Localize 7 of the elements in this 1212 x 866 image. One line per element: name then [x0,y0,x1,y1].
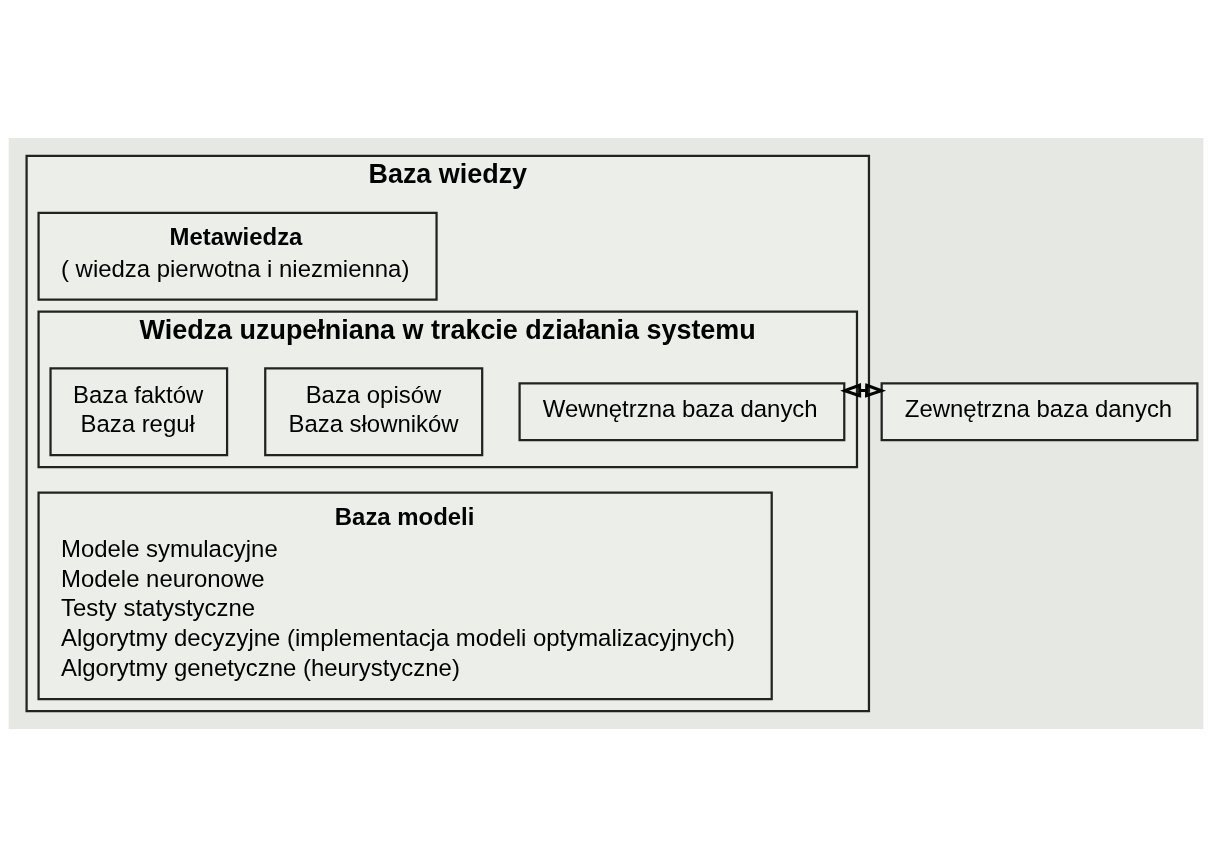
node-box: Metawiedza ( wiedza pierwotna i niezmienna) [37,211,438,301]
node-box: Baza modeli Modele symulacyjne Modele neuronowe Testy statystyczne Algorytmy decyzyjne (implementacja modeli optymalizacyjnych) Algorytmy genetyczne (heurystyczne) [37,491,773,700]
arrow [840,382,887,398]
node-box: Zewnętrzna baza danych [880,381,1199,441]
node-box: Baza opisów Baza słowników [264,366,484,456]
node-box: Wewnętrzna baza danych [518,381,846,441]
node-box: Baza faktów Baza reguł [49,366,229,456]
